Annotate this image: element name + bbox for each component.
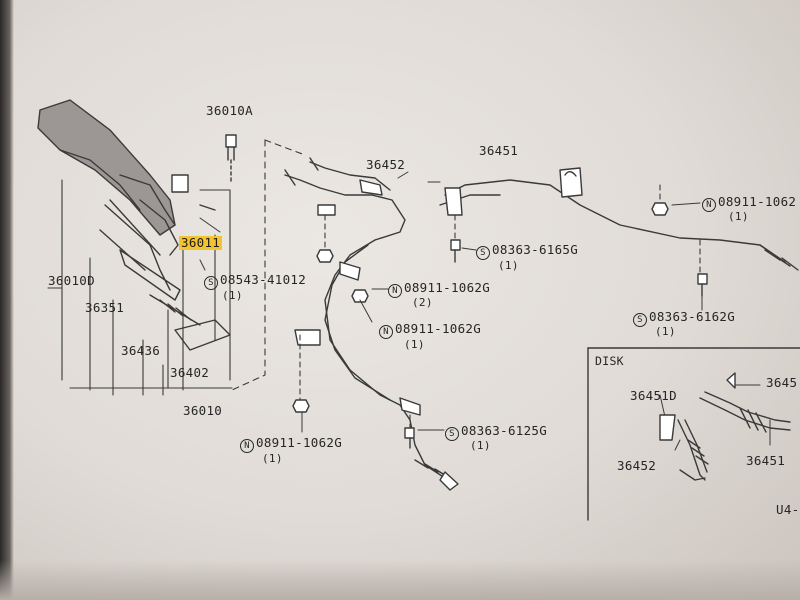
part-label-36351: 36351 — [85, 300, 125, 315]
disk-label-36451: 36451 — [746, 453, 786, 468]
part-label-36451: 36451 — [479, 143, 519, 158]
qty-08363-6162G: (1) — [655, 325, 676, 338]
n-symbol-icon: N — [388, 284, 402, 298]
adjuster-rod — [149, 294, 231, 351]
photo-shadow-bottom — [0, 560, 800, 600]
s-symbol-icon: S — [633, 313, 647, 327]
part-label-36436: 36436 — [121, 343, 161, 358]
s-symbol-icon: S — [445, 427, 459, 441]
n-symbol-icon: N — [240, 439, 254, 453]
disk-label-36451D: 36451D — [630, 388, 677, 403]
page-code-u4: U4- — [776, 502, 800, 517]
n-symbol-icon: N — [379, 325, 393, 339]
qty-08911-d: (1) — [728, 210, 749, 223]
disk-label-36452: 36452 — [617, 458, 657, 473]
s-symbol-icon: S — [204, 276, 218, 290]
part-label-36452: 36452 — [366, 157, 406, 172]
disk-label-3645-cut: 3645 — [766, 375, 798, 390]
qty-08911-b: (1) — [404, 338, 425, 351]
n-symbol-icon: N — [702, 198, 716, 212]
part-label-36010A: 36010A — [206, 103, 253, 118]
qty-08543: (1) — [222, 289, 243, 302]
qty-08363-6165G: (1) — [498, 259, 519, 272]
hand-brake-lever — [37, 99, 181, 301]
qty-08911-a: (2) — [412, 296, 433, 309]
qty-08363-6125G: (1) — [470, 439, 491, 452]
part-label-36402: 36402 — [170, 365, 210, 380]
s-symbol-icon: S — [476, 246, 490, 260]
part-label-36011-highlighted: 36011 — [179, 235, 223, 250]
disk-inset-title: DISK — [595, 354, 624, 368]
monitor-bezel-edge — [0, 0, 14, 600]
qty-08911-c: (1) — [262, 452, 283, 465]
part-label-36010D: 36010D — [48, 273, 95, 288]
part-label-36010: 36010 — [183, 403, 223, 418]
disk-inset-parts — [659, 372, 791, 481]
front-cable-36452 — [284, 157, 406, 241]
disk-inset-box — [587, 347, 800, 521]
main-cable-36451 — [294, 167, 799, 491]
